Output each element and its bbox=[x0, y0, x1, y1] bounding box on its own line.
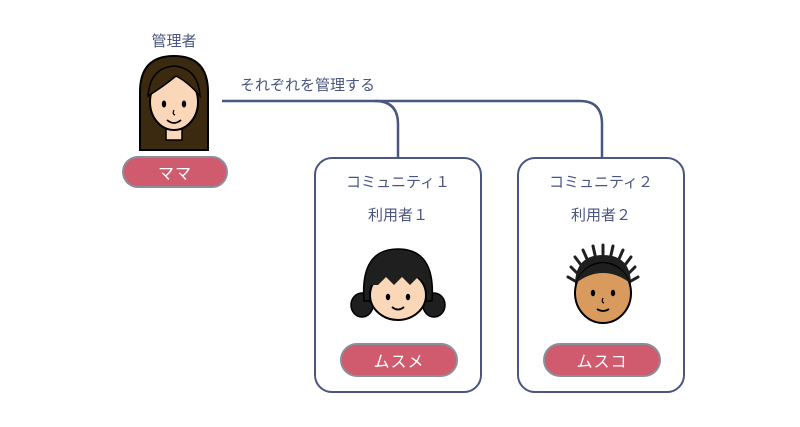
community-title: コミュニティ２ bbox=[548, 173, 654, 191]
community-user-name-pill: ムスメ bbox=[340, 343, 458, 377]
community-user-label: 利用者１ bbox=[367, 206, 428, 224]
community-user-name: ムスコ bbox=[576, 352, 628, 371]
community-box-2: コミュニティ２ 利用者２ ムスコ bbox=[517, 157, 685, 393]
community-user-name: ムスメ bbox=[373, 352, 425, 371]
daughter-avatar bbox=[350, 248, 446, 321]
connector-label: それぞれを管理する bbox=[240, 76, 376, 94]
community-box-1: コミュニティ１ 利用者１ ムスメ bbox=[314, 157, 482, 393]
community-title: コミュニティ１ bbox=[345, 173, 451, 191]
admin-avatar bbox=[139, 54, 209, 151]
admin-role-label: 管理者 bbox=[151, 32, 197, 50]
connector-line-to-community-2 bbox=[375, 99, 604, 160]
son-avatar bbox=[566, 243, 640, 324]
admin-name: ママ bbox=[157, 164, 192, 183]
community-user-name-pill: ムスコ bbox=[543, 343, 661, 377]
community-user-label: 利用者２ bbox=[570, 206, 631, 224]
admin-name-pill: ママ bbox=[122, 156, 228, 188]
connector-line-to-community-1 bbox=[222, 99, 400, 160]
